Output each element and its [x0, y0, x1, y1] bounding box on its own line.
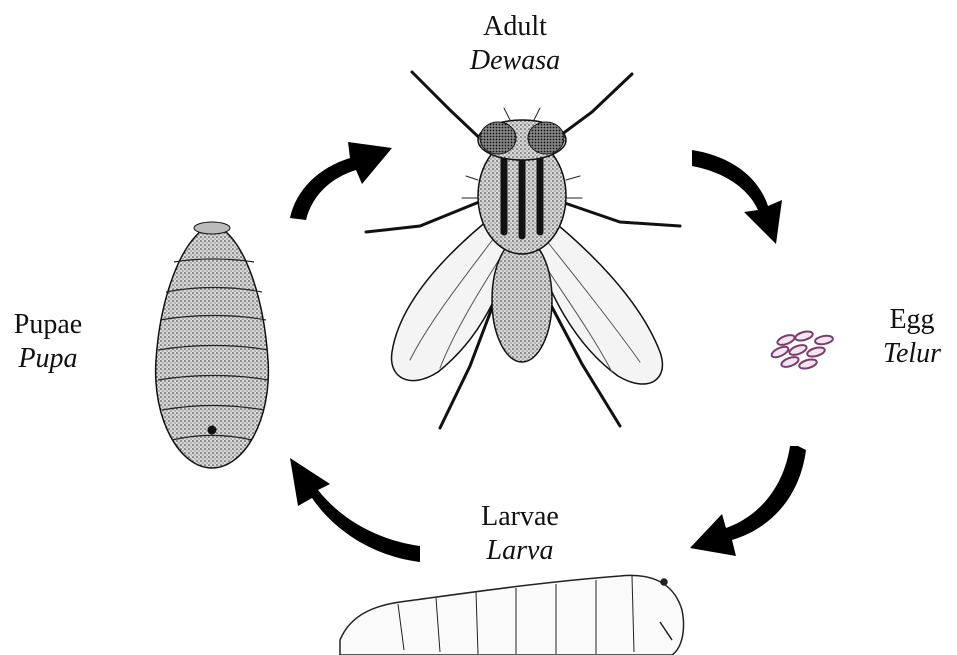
stage-local-larvae: Larva [440, 534, 600, 568]
stage-local-adult: Dewasa [440, 44, 590, 78]
stage-name-pupae: Pupae [0, 308, 96, 342]
cycle-arrow-icon [290, 458, 420, 562]
stage-label-larvae: Larvae Larva [440, 500, 600, 568]
cycle-arrow-icon [690, 446, 806, 556]
fly-egg-cluster-illustration [770, 330, 833, 370]
stage-label-pupae: Pupae Pupa [0, 308, 96, 376]
stage-label-adult: Adult Dewasa [440, 10, 590, 78]
housefly-adult-illustration [366, 72, 680, 428]
stage-label-egg: Egg Telur [862, 303, 957, 371]
cycle-arrow-icon [290, 142, 392, 220]
pupa-puparium-illustration [156, 222, 269, 468]
maggot-larva-illustration [340, 575, 684, 655]
stage-name-larvae: Larvae [440, 500, 600, 534]
cycle-arrow-icon [692, 150, 782, 244]
stage-name-egg: Egg [862, 303, 957, 337]
stage-local-pupae: Pupa [0, 342, 96, 376]
stage-local-egg: Telur [862, 337, 957, 371]
stage-name-adult: Adult [440, 10, 590, 44]
